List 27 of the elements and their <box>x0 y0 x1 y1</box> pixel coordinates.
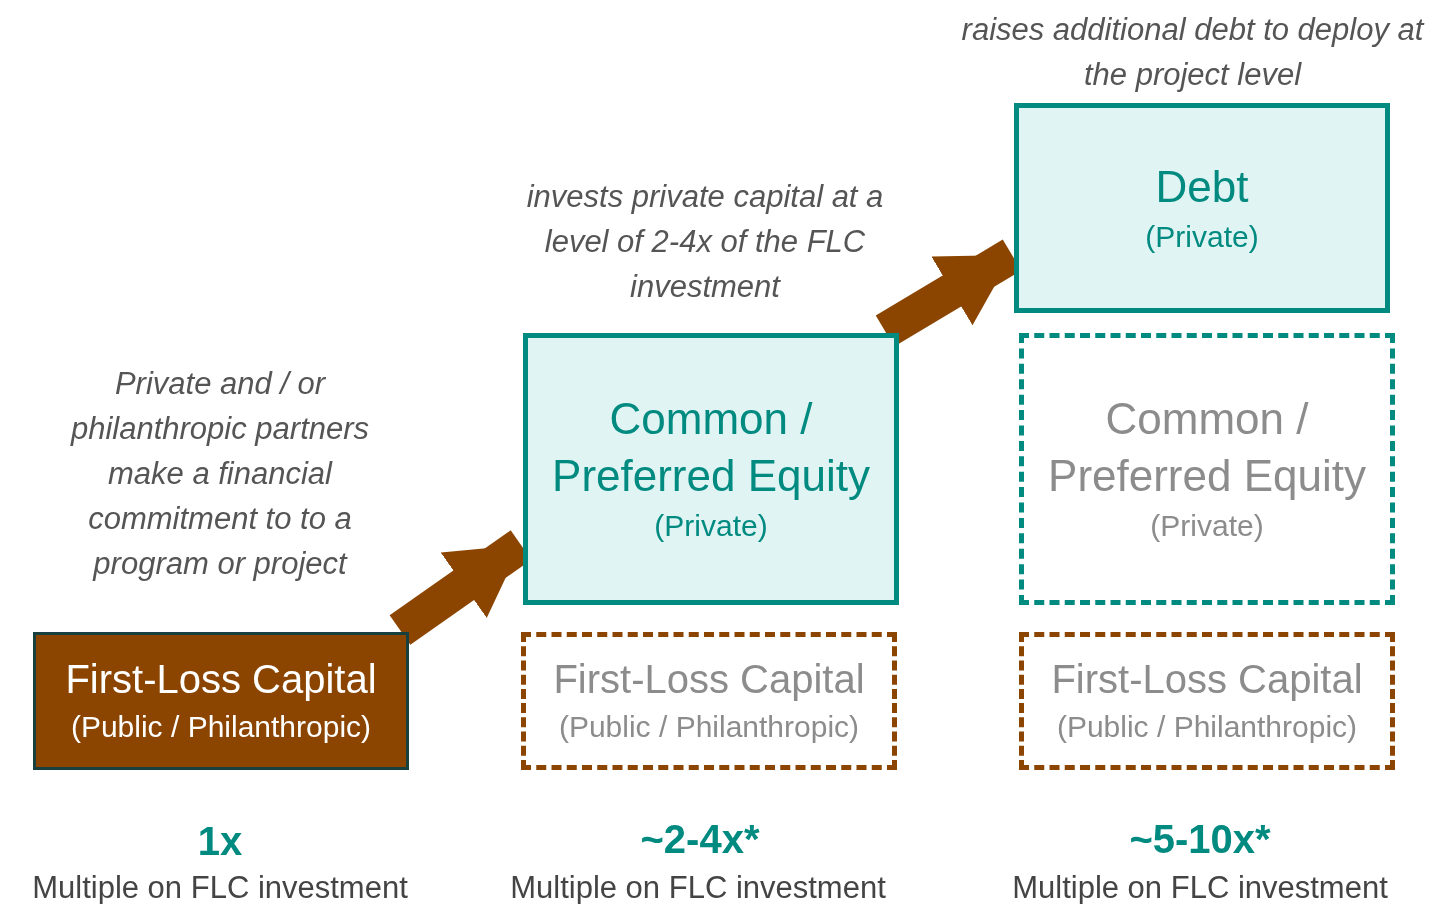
capital-box <box>1019 632 1395 770</box>
debt-box <box>1014 103 1390 313</box>
multiple-caption: Multiple on FLC investment <box>1011 869 1389 904</box>
capital-box <box>521 632 897 770</box>
box-title: Common / Preferred Equity <box>1047 393 1367 503</box>
annotation-text: raises additional debt to deploy at the project level <box>960 11 1426 94</box>
box-subtitle: (Private) <box>1144 218 1260 255</box>
multiple-value: ~5-10x* <box>1128 816 1272 863</box>
annotation-text: invests private capital at a level of 2-4x of the FLC investment <box>525 178 885 306</box>
annotation-text: Private and / or philanthropic partners make a financial commitment to to a program or project <box>69 365 371 583</box>
multiple-caption: Multiple on FLC investment <box>31 869 409 904</box>
box-subtitle: (Public / Philanthropic) <box>69 709 373 746</box>
box-title: First-Loss Capital <box>552 656 866 704</box>
multiple-value: 1x <box>196 818 244 865</box>
box-title: First-Loss Capital <box>64 656 378 704</box>
box-title: Common / Preferred Equity <box>551 393 871 503</box>
box-title: Debt <box>1154 160 1250 213</box>
equity-box <box>523 333 899 605</box>
box-subtitle: (Public / Philanthropic) <box>557 709 861 746</box>
capital-box <box>33 632 409 770</box>
equity-box <box>1019 333 1395 605</box>
box-title: First-Loss Capital <box>1050 656 1364 704</box>
multiple-caption: Multiple on FLC investment <box>509 869 887 904</box>
box-subtitle: (Public / Philanthropic) <box>1055 709 1359 746</box>
multiple-value: ~2-4x* <box>639 816 761 863</box>
box-subtitle: (Private) <box>1149 508 1265 545</box>
box-subtitle: (Private) <box>653 508 769 545</box>
